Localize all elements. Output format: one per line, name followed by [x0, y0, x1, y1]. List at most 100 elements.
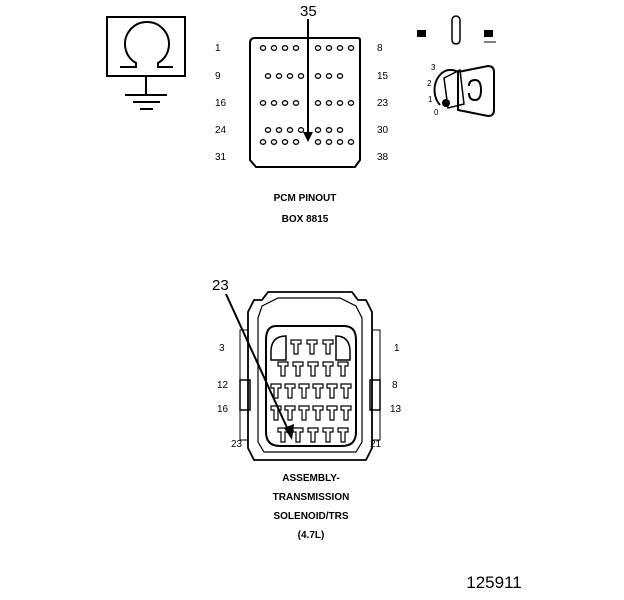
pcm-pin-cavity	[336, 45, 344, 51]
pcm-pin-cavity	[347, 45, 355, 51]
solenoid-caption-line: TRANSMISSION	[273, 492, 350, 503]
ignition-position-label: 3	[431, 63, 436, 72]
pcm-pin-cavity	[270, 139, 278, 145]
solenoid-pin-label: 8	[392, 380, 398, 391]
pcm-pin-cavity	[281, 100, 289, 106]
pcm-pin-cavity	[314, 139, 322, 145]
arrowhead-icon	[284, 424, 294, 440]
solenoid-outer-shell	[247, 291, 373, 461]
pcm-pin-cavity	[314, 127, 322, 133]
pcm-pin-cavity	[314, 45, 322, 51]
pcm-pin-cavity	[270, 100, 278, 106]
solenoid-callout-arrow	[225, 293, 290, 433]
pcm-pin-cavity	[297, 73, 305, 79]
solenoid-terminal	[307, 361, 319, 377]
solenoid-pin-label: 21	[370, 439, 382, 450]
solenoid-caption-line: (4.7L)	[298, 530, 325, 541]
solenoid-terminal	[284, 405, 296, 421]
pcm-pin-cavity	[281, 45, 289, 51]
pcm-pin-cavity	[325, 73, 333, 79]
solenoid-pin-label: 16	[217, 404, 229, 415]
solenoid-terminal	[290, 339, 302, 355]
slot-icon	[451, 15, 461, 45]
omega-icon	[120, 20, 173, 68]
solenoid-terminal	[337, 361, 349, 377]
pcm-pin-cavity	[259, 139, 267, 145]
solenoid-terminal	[322, 361, 334, 377]
pcm-pin-cavity	[292, 45, 300, 51]
pcm-pin-cavity	[336, 100, 344, 106]
pcm-pin-cavity	[264, 127, 272, 133]
ohmmeter-box	[106, 16, 186, 77]
pcm-pin-cavity	[325, 127, 333, 133]
pcm-pin-label: 15	[377, 71, 389, 82]
arrowhead-icon	[303, 132, 313, 142]
pcm-connector-body	[249, 37, 361, 168]
solenoid-pin-label: 1	[394, 343, 400, 354]
pcm-pin-cavity	[292, 139, 300, 145]
solenoid-terminal	[277, 361, 289, 377]
pcm-pin-cavity	[270, 45, 278, 51]
pcm-pin-cavity	[259, 45, 267, 51]
solenoid-terminal	[312, 383, 324, 399]
solenoid-pin-label: 23	[231, 439, 243, 450]
pcm-pin-cavity	[347, 139, 355, 145]
pcm-pin-label: 30	[377, 125, 389, 136]
pcm-callout-number: 35	[300, 3, 317, 20]
pcm-pin-cavity	[264, 73, 272, 79]
solenoid-pin-grid	[270, 339, 352, 443]
pcm-pin-cavity	[336, 73, 344, 79]
pcm-pin-cavity	[325, 45, 333, 51]
pcm-pin-label: 24	[215, 125, 227, 136]
pcm-pin-cavity	[259, 100, 267, 106]
solenoid-pin-label: 12	[217, 380, 229, 391]
ohmmeter-ground-icon	[106, 16, 186, 110]
solenoid-cavity	[265, 325, 357, 447]
pcm-pin-label: 1	[215, 43, 221, 54]
ignition-position-label: 0	[434, 108, 439, 117]
pcm-pin-cavity	[325, 100, 333, 106]
pcm-pin-cavity	[275, 73, 283, 79]
key-head-icon	[457, 64, 495, 118]
pcm-pin-cavity	[336, 127, 344, 133]
solenoid-terminal	[292, 427, 304, 443]
pcm-pin-cavity	[275, 127, 283, 133]
pcm-pin-label: 9	[215, 71, 221, 82]
solenoid-connector: 3 12 16 23 1 8 13 21 23 ASSEMBLY- TRANSM…	[212, 277, 402, 541]
square-icon	[484, 30, 493, 37]
solenoid-terminal	[337, 427, 349, 443]
pcm-pin-label: 23	[377, 98, 389, 109]
figure-number: 125911	[466, 573, 521, 592]
ignition-position-label: 1	[428, 95, 433, 104]
solenoid-terminal	[307, 427, 319, 443]
pcm-pin-label: 38	[377, 152, 389, 163]
ignition-position-label: 2	[427, 79, 432, 88]
solenoid-terminal	[284, 383, 296, 399]
pcm-pin-cavity	[347, 100, 355, 106]
solenoid-terminal	[322, 339, 334, 355]
solenoid-terminal	[298, 383, 310, 399]
pcm-pin-cavity	[286, 127, 294, 133]
square-icon	[417, 30, 426, 37]
pcm-pin-grid	[259, 45, 355, 145]
solenoid-terminal	[270, 383, 282, 399]
pcm-pin-label: 16	[215, 98, 227, 109]
solenoid-terminal	[306, 339, 318, 355]
solenoid-caption-line: ASSEMBLY-	[282, 473, 339, 484]
pcm-caption-line: BOX 8815	[282, 214, 329, 225]
solenoid-terminal	[292, 361, 304, 377]
pcm-pin-label: 31	[215, 152, 227, 163]
pcm-pin-cavity	[292, 100, 300, 106]
pcm-pin-cavity	[314, 73, 322, 79]
ignition-switch-icon: 3 2 1 0	[417, 15, 496, 118]
pcm-caption-line: PCM PINOUT	[274, 193, 337, 204]
pcm-pin-cavity	[336, 139, 344, 145]
solenoid-terminal	[326, 405, 338, 421]
solenoid-pin-label: 13	[390, 404, 402, 415]
key-position-dot	[442, 99, 450, 107]
pcm-connector: 1 9 16 24 31 8 15 23 30 38 35 PCM PINOUT…	[215, 3, 389, 225]
pcm-pin-cavity	[286, 73, 294, 79]
solenoid-terminal	[340, 405, 352, 421]
pcm-pin-cavity	[281, 139, 289, 145]
